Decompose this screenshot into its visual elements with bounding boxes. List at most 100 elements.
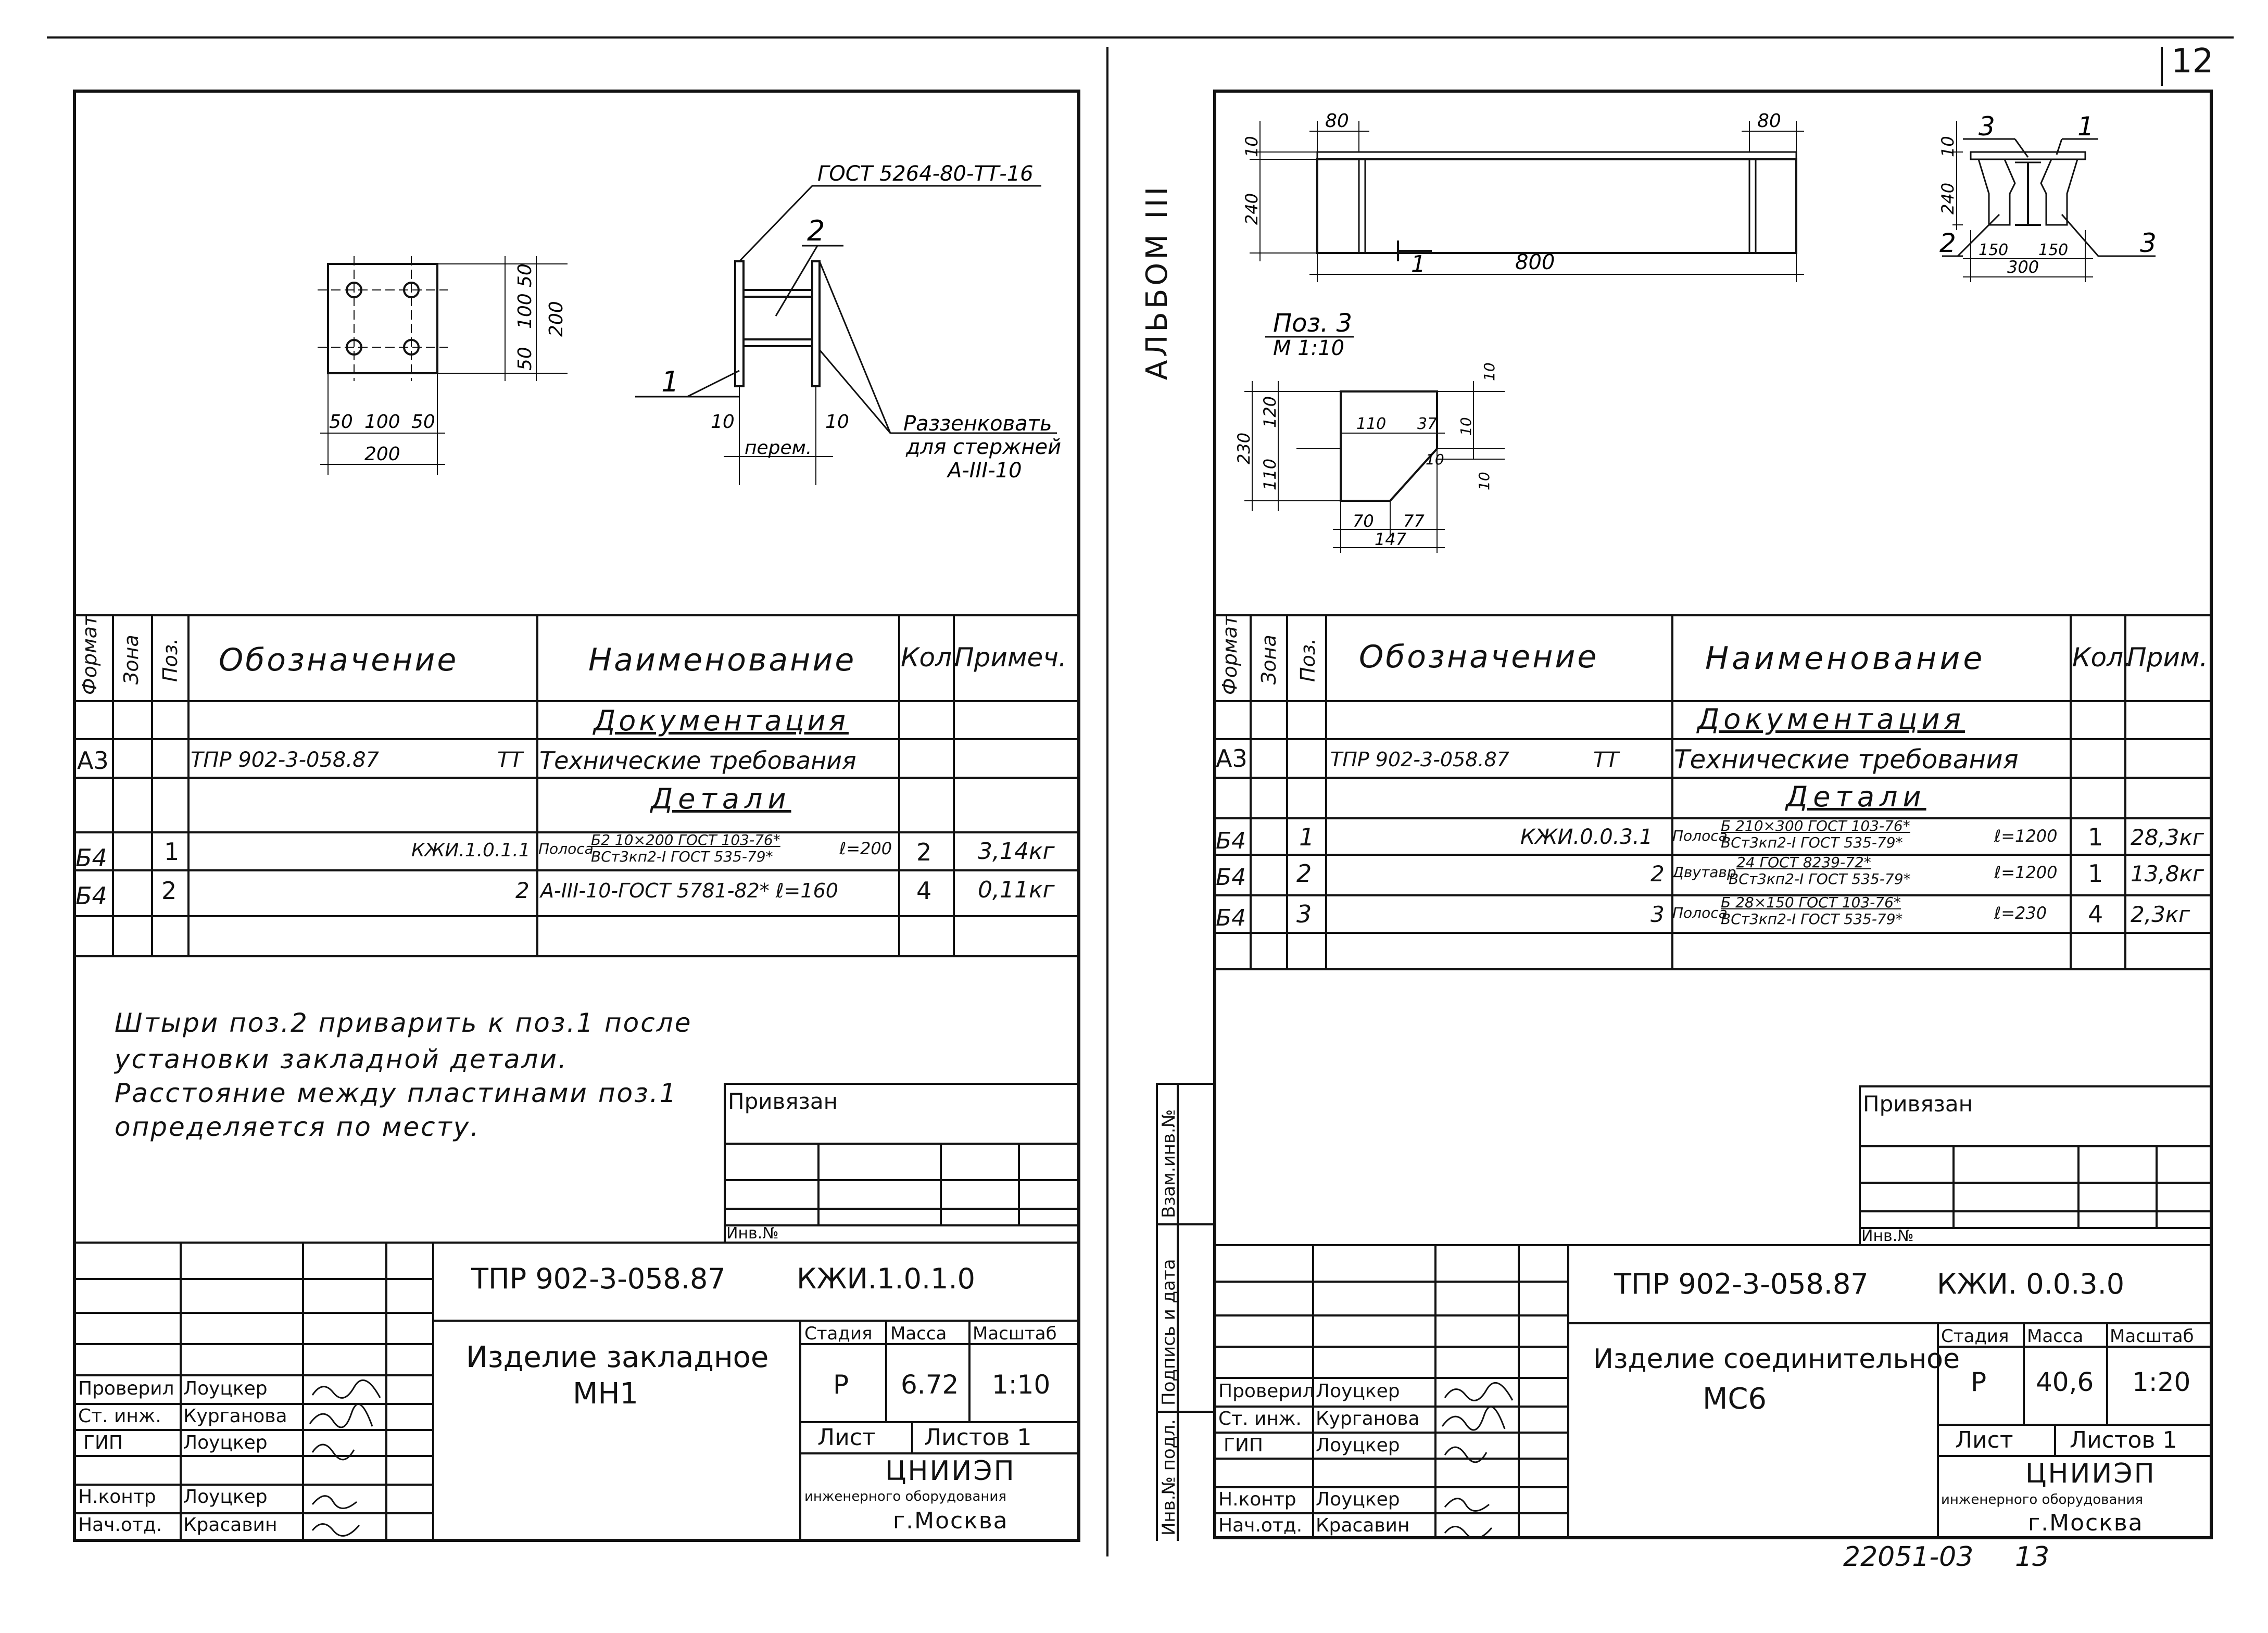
left-row2-note: 3,14кг xyxy=(978,838,1055,865)
right-scale: 1:20 xyxy=(2132,1367,2191,1397)
left-org-1: ЦНИИЭП xyxy=(885,1455,1016,1487)
right-stage-h: Стадия xyxy=(1941,1326,2009,1347)
dim-perem: перем. xyxy=(745,437,812,459)
left-row3-pos: 2 xyxy=(161,877,177,905)
xs-dim-150-a: 150 xyxy=(1979,241,2008,259)
left-doc-kzhi: КЖИ.1.0.1.0 xyxy=(797,1262,975,1295)
dim-800: 800 xyxy=(1515,250,1555,274)
left-row2-prefix: Полоса xyxy=(538,840,594,857)
left-row2-bottom: ВСт3кп2-I ГОСТ 535-79* xyxy=(591,848,773,865)
left-sheet-frame xyxy=(73,90,1080,1542)
right-sheets: Листов 1 xyxy=(2070,1427,2177,1453)
dim-200-b: 200 xyxy=(364,444,400,465)
right-row2-prefix: Полоса xyxy=(1672,827,1728,844)
right-row4-note: 2,3кг xyxy=(2131,902,2190,927)
right-name-1: Лоуцкер xyxy=(1316,1381,1400,1402)
dim-100-b: 100 xyxy=(364,411,400,433)
dim-80-a: 80 xyxy=(1325,110,1349,132)
left-role-5: Нач.отд. xyxy=(78,1514,162,1536)
left-scale: 1:10 xyxy=(992,1370,1051,1400)
sheet-number: 12 xyxy=(2171,42,2214,81)
right-row3-bottom: ВСт3кп2-I ГОСТ 535-79* xyxy=(1729,870,1911,888)
p3-dim-10-d: 10 xyxy=(1476,472,1493,490)
right-title-1: Изделие соединительное xyxy=(1593,1344,1960,1375)
archive-suffix: 13 xyxy=(2015,1541,2050,1573)
left-hdr-format: Формат xyxy=(78,614,101,695)
left-privyazan: Привязан xyxy=(728,1088,838,1114)
left-row1-code: ТТ xyxy=(497,748,523,772)
right-name-5: Красавин xyxy=(1316,1515,1410,1536)
right-row3-note: 13,8кг xyxy=(2131,861,2204,887)
left-row3-designation: 2 xyxy=(515,878,530,903)
dim-10-b: 10 xyxy=(825,411,849,433)
dim-80-b: 80 xyxy=(1757,110,1781,132)
right-row2-qty: 1 xyxy=(2088,823,2103,851)
left-row3-format: Б4 xyxy=(75,882,107,910)
right-title-2: МС6 xyxy=(1703,1382,1767,1416)
left-role-1: Проверил xyxy=(78,1378,174,1399)
right-hdr-name: Наименование xyxy=(1705,640,1986,677)
left-hdr-name: Наименование xyxy=(588,642,856,678)
pos-1-label: 1 xyxy=(661,365,679,398)
p3-dim-10-c: 10 xyxy=(1426,451,1444,468)
left-scale-h: Масштаб xyxy=(973,1323,1057,1344)
left-drawing: ГОСТ 5264-80-ТТ-16 2 1 50 100 50 200 50 … xyxy=(318,162,1061,485)
left-section-parts: Детали xyxy=(651,782,791,815)
xs-dim-150-b: 150 xyxy=(2038,241,2068,259)
right-row4-prefix: Полоса xyxy=(1672,904,1728,921)
right-role-2: Ст. инж. xyxy=(1218,1408,1302,1429)
left-note-4: определяется по месту. xyxy=(115,1112,481,1142)
left-row1-name: Технические требования xyxy=(539,746,856,775)
dim-240-v: 240 xyxy=(1242,193,1262,225)
note-countersink-3: А-III-10 xyxy=(946,459,1022,483)
sheet-number-bar xyxy=(2161,47,2163,86)
xs-pos-3: 3 xyxy=(1979,111,1995,142)
left-sheets: Листов 1 xyxy=(924,1424,1032,1451)
right-row1-name: Технические требования xyxy=(1674,744,2019,775)
xs-dim-240: 240 xyxy=(1938,183,1958,214)
left-signatures xyxy=(309,1379,381,1537)
left-section-docs: Документация xyxy=(594,704,849,737)
p3-dim-77: 77 xyxy=(1403,511,1425,531)
right-hdr-qty: Кол. xyxy=(2072,642,2132,673)
left-role-4: Н.контр xyxy=(78,1486,156,1508)
right-org-1: ЦНИИЭП xyxy=(2025,1458,2156,1489)
right-row1-designation: ТПР 902-3-058.87 xyxy=(1330,748,1509,771)
right-row2-designation: КЖИ.0.0.3.1 xyxy=(1520,825,1653,849)
left-role-2: Ст. инж. xyxy=(78,1406,161,1427)
left-role-3: ГИП xyxy=(83,1432,123,1453)
left-row2-pos: 1 xyxy=(164,838,180,866)
p3-dim-147: 147 xyxy=(1375,529,1407,549)
left-row2-qty: 2 xyxy=(916,838,932,866)
xs-dim-10: 10 xyxy=(1938,136,1958,157)
right-row4-top: Б 28×150 ГОСТ 103-76* xyxy=(1721,894,1901,911)
note-countersink-1: Раззенковать xyxy=(903,412,1052,436)
left-row1-format: А3 xyxy=(77,746,109,775)
dim-50-d: 50 xyxy=(411,411,435,433)
right-row2-bottom: ВСт3кп2-I ГОСТ 535-79* xyxy=(1721,834,1903,851)
left-name-4: Лоуцкер xyxy=(183,1486,268,1508)
left-row2-len: ℓ=200 xyxy=(839,839,892,858)
p3-dim-37: 37 xyxy=(1417,415,1437,433)
p3-dim-120: 120 xyxy=(1260,396,1280,428)
left-mass: 6.72 xyxy=(901,1370,959,1400)
right-row3-len: ℓ=1200 xyxy=(1994,863,2058,882)
right-row4-format: Б4 xyxy=(1216,905,1246,931)
right-row3-format: Б4 xyxy=(1216,864,1246,891)
p3-dim-110-v: 110 xyxy=(1260,459,1280,490)
left-stage-h: Стадия xyxy=(804,1323,873,1344)
left-name-1: Лоуцкер xyxy=(183,1378,268,1399)
left-row2-designation: КЖИ.1.0.1.1 xyxy=(411,840,531,861)
note-countersink-2: для стержней xyxy=(905,435,1061,459)
right-org-3: г.Москва xyxy=(2028,1510,2144,1536)
archive-number: 22051-03 xyxy=(1843,1541,1974,1573)
left-note-3: Расстояние между пластинами поз.1 xyxy=(115,1078,678,1108)
xs-dim-300: 300 xyxy=(2007,257,2039,277)
left-row3-note: 0,11кг xyxy=(978,877,1055,903)
left-name-2: Курганова xyxy=(183,1406,287,1427)
right-row4-pos: 3 xyxy=(1296,900,1312,928)
dim-200-a: 200 xyxy=(546,301,567,337)
left-hdr-note: Примеч. xyxy=(954,642,1067,673)
right-stage: Р xyxy=(1971,1367,1987,1397)
right-hdr-format: Формат xyxy=(1218,614,1241,695)
